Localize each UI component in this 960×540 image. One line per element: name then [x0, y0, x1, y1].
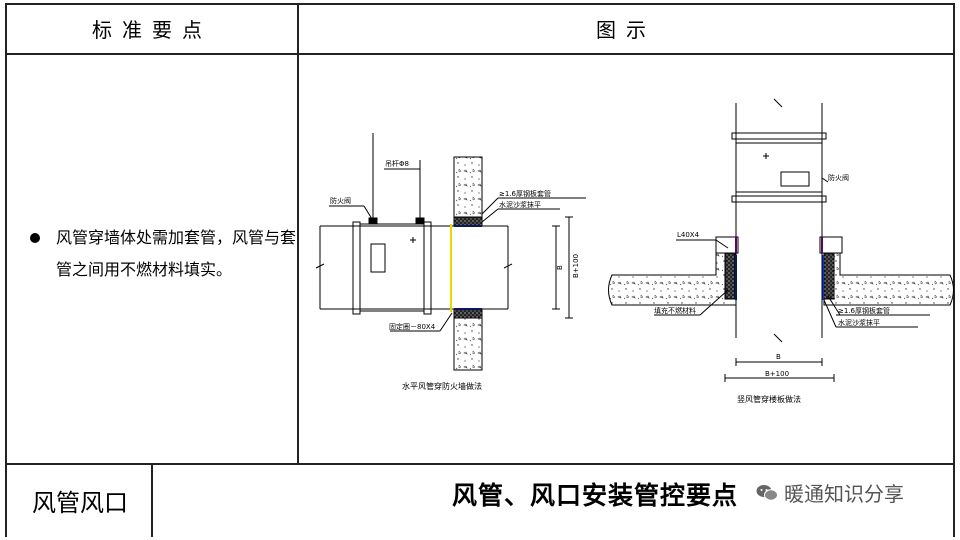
watermark-text: 暖通知识分享 [784, 482, 904, 506]
table-right-border [953, 3, 955, 537]
standard-point: 风管穿墙体处需加套管，风管与套管之间用不燃材料填实。 [28, 222, 298, 286]
category-label: 风管风口 [32, 488, 128, 517]
label-fire-damper-right: 防火阀 [828, 173, 849, 182]
caption-vertical-duct: 竖风管穿楼板做法 [737, 394, 801, 404]
wechat-icon [756, 484, 778, 501]
table-left-border [5, 3, 7, 537]
footer-divider [5, 463, 955, 465]
label-mortar-left: 水泥沙浆抹平 [499, 200, 541, 209]
floor-slab-right [823, 252, 954, 306]
standard-point-text: 风管穿墙体处需加套管，风管与套管之间用不燃材料填实。 [56, 228, 297, 279]
caption-horizontal-duct: 水平风管穿防火墙做法 [402, 381, 482, 391]
label-fill: 填充不燃材料 [654, 306, 696, 315]
horizontal-duct-drawing [315, 133, 586, 371]
label-steel-sleeve-left: ≥1.6厚钢板套管 [499, 189, 551, 198]
header-standards: 标准要点 [92, 17, 212, 42]
dim-outer-left: B+100 [572, 254, 580, 278]
label-mortar-right: 水泥沙浆抹平 [838, 318, 880, 327]
table-top-border [5, 3, 955, 5]
dim-inner-right: B [776, 353, 781, 361]
page-title: 风管、风口安装管控要点 [452, 481, 739, 510]
wall-upper [453, 156, 483, 218]
label-steel-sleeve-right: ≥1.6厚钢板套管 [838, 306, 890, 315]
bullet-icon [30, 233, 40, 243]
dim-inner-left: B [556, 265, 564, 270]
label-fixed-ring: 固定圈－80X4 [389, 322, 436, 331]
watermark: 暖通知识分享 [756, 478, 904, 507]
header-divider [5, 53, 955, 55]
vertical-duct-drawing [608, 98, 954, 382]
wall-lower [453, 317, 483, 371]
dim-outer-right: B+100 [765, 370, 789, 378]
label-fire-damper-left: 防火阀 [330, 196, 351, 205]
label-hanger: 吊杆Φ8 [385, 159, 409, 168]
footer-column-divider [151, 463, 153, 537]
floor-slab-left [608, 252, 737, 306]
column-divider [297, 3, 299, 463]
label-angle: L40X4 [677, 231, 700, 239]
header-diagram: 图示 [596, 17, 656, 42]
